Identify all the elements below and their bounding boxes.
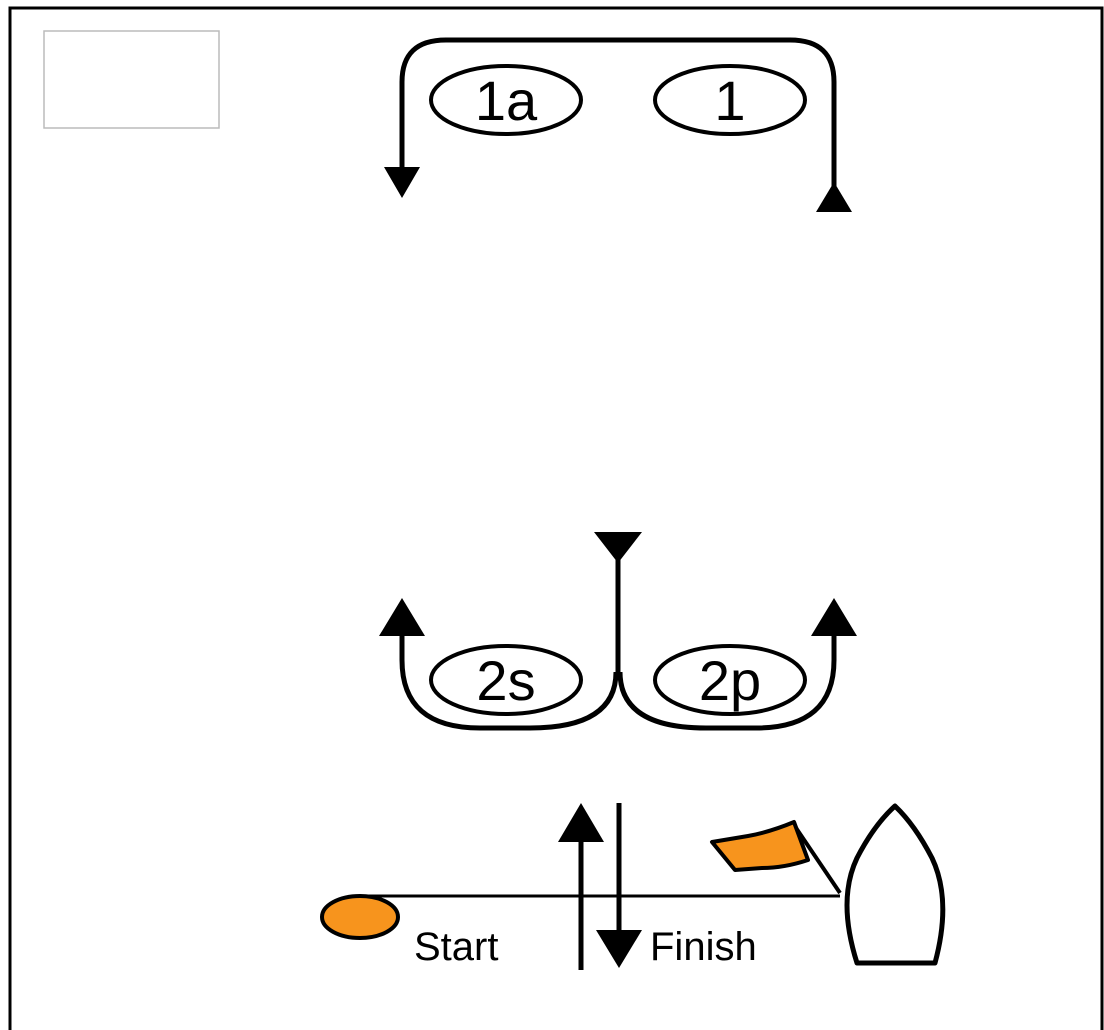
mark-2p-circle [653,644,807,716]
windward-rounding: 1a 1 [384,37,852,212]
mark-1a-label: 1a [475,69,538,132]
flag-cloth [710,820,810,872]
mark-2s-circle [429,644,583,716]
mark-2p: 2p [653,644,807,716]
gate-right-rounding-path [617,630,837,731]
arrow-down-icon [594,532,642,563]
start-label: Start [414,925,498,969]
start-finish-area: Start Finish [320,803,946,970]
mark-1-label: 1 [714,69,745,132]
mark-1-circle [653,64,807,136]
arrow-up-icon [816,182,852,212]
mark-2p-label: 2p [699,649,761,712]
arrow-down-icon [596,930,642,968]
flag-icon [710,820,842,895]
windward-rounding-path [399,37,837,200]
finish-label: Finish [650,925,757,969]
mark-1a-circle [429,64,583,136]
arrow-up-icon [811,598,857,636]
leeward-gate: 2s 2p [379,532,857,731]
arrow-down-icon [384,167,420,198]
diagram-frame [8,6,1104,1030]
mark-2s: 2s [429,644,583,716]
gate-left-rounding-path [399,630,619,731]
buoy-icon [320,894,400,940]
legend-placeholder-box [43,30,220,129]
arrow-up-icon [558,803,604,842]
mark-1a: 1a [429,64,583,136]
arrow-up-icon [379,598,425,636]
mark-2s-label: 2s [476,649,535,712]
mark-1: 1 [653,64,807,136]
boat-icon [844,803,946,966]
